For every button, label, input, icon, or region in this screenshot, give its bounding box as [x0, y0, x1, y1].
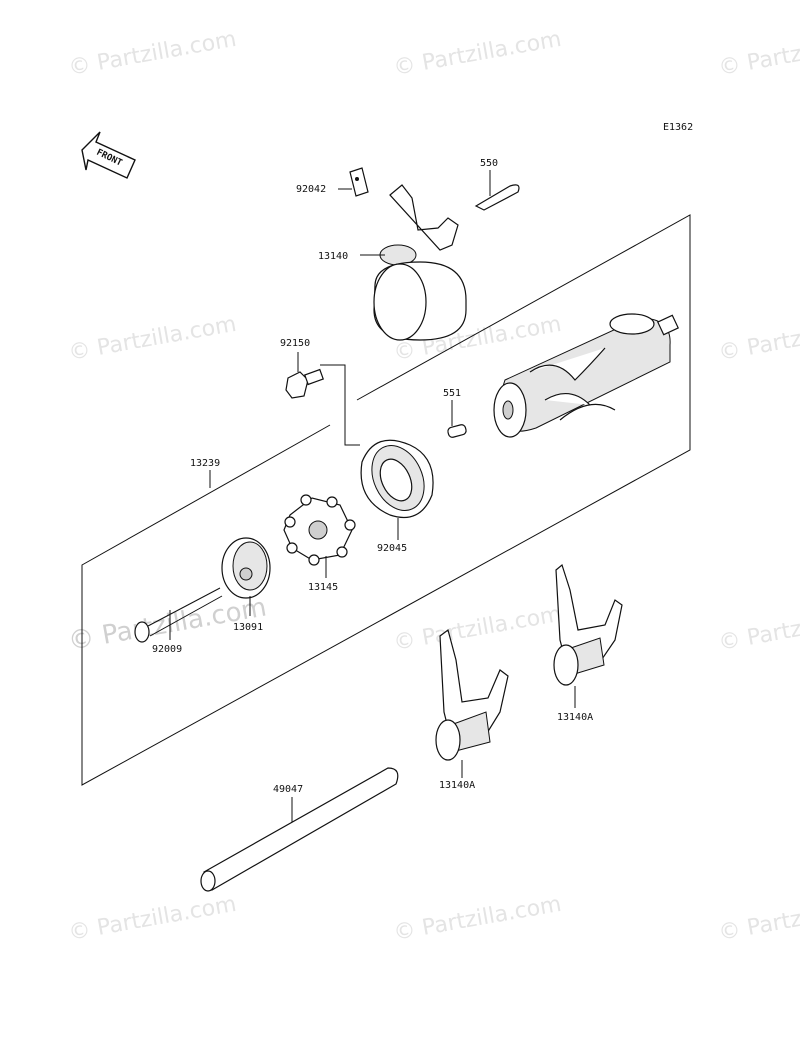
- part-label-13140A-left: 13140A: [439, 780, 475, 791]
- part-label-551: 551: [443, 388, 461, 399]
- part-92045-bearing: [360, 439, 434, 540]
- part-label-13145: 13145: [308, 582, 338, 593]
- watermark: © Partzilla.com: [67, 312, 239, 366]
- watermark: © Partzilla.com: [392, 602, 564, 656]
- part-13140A-shift-fork-left: [435, 628, 509, 778]
- diagram-code: E1362: [663, 122, 693, 133]
- watermark: © Partzilla.com: [717, 312, 800, 366]
- part-92042-pin: [338, 167, 369, 197]
- part-label-550: 550: [480, 158, 498, 169]
- part-49047-shaft: [200, 767, 399, 892]
- part-551-dowel: [447, 400, 467, 438]
- watermark: © Partzilla.com: [67, 27, 239, 81]
- watermark: © Partzilla.com: [717, 602, 800, 656]
- watermark: © Partzilla.com: [392, 27, 564, 81]
- part-label-92045: 92045: [377, 543, 407, 554]
- part-label-13140A-right: 13140A: [557, 712, 593, 723]
- part-13140A-shift-fork-right: [553, 563, 623, 708]
- assembly-outline: [81, 214, 691, 786]
- watermark: © Partzilla.com: [717, 892, 800, 946]
- part-92009-screw: [134, 587, 223, 643]
- part-label-13239: 13239: [190, 458, 220, 469]
- part-label-13140: 13140: [318, 251, 348, 262]
- part-13140-shift-fork: [360, 184, 467, 341]
- part-label-92150: 92150: [280, 338, 310, 349]
- part-label-49047: 49047: [273, 784, 303, 795]
- part-550-cotter-pin: [474, 170, 520, 211]
- part-92150-bolt: [285, 352, 324, 399]
- watermark: © Partzilla.com: [392, 892, 564, 946]
- part-label-13091: 13091: [233, 622, 263, 633]
- front-arrow-icon: FRONT: [81, 131, 136, 179]
- part-label-92009: 92009: [152, 644, 182, 655]
- watermark: © Partzilla.com: [717, 27, 800, 81]
- watermark: © Partzilla.com: [67, 892, 239, 946]
- part-shift-drum: [493, 313, 680, 438]
- part-13145-pin-plate: [283, 494, 356, 578]
- part-label-92042: 92042: [296, 184, 326, 195]
- part-13091-cam-plate: [221, 537, 271, 616]
